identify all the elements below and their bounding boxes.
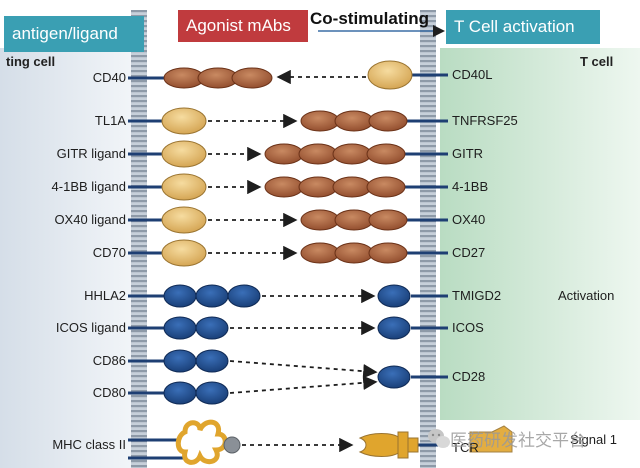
ligand-label-cd40: CD40 [92, 70, 126, 85]
ligand-label-cd80: CD80 [92, 385, 126, 400]
antigen-ligand-text: antigen/ligand [12, 24, 118, 43]
tnf-receptors [264, 110, 408, 264]
watermark-text: 医药研发社交平台 [450, 431, 586, 450]
ligand-label-cd70: CD70 [92, 245, 126, 260]
ig-receptors [377, 284, 411, 389]
apc-region [0, 48, 140, 468]
ig-ligands [163, 284, 261, 405]
t-cell-activation-header: T Cell activation [446, 10, 600, 44]
ligand-label-tl1a: TL1A [94, 113, 126, 128]
t-cell-membrane [420, 10, 436, 468]
t-cell-activation-text: T Cell activation [454, 17, 575, 36]
coreceptor-shape [469, 425, 513, 453]
receptor-label-tnfrsf25: TNFRSF25 [452, 113, 518, 128]
receptor-label-icos: ICOS [452, 320, 484, 335]
ligand-label-mhc-class-ii: MHC class II [52, 437, 126, 452]
t-cell-label: T cell [580, 54, 614, 69]
ligand-label-icos-ligand: ICOS ligand [55, 320, 126, 335]
presenting-cell-label: ting cell [6, 54, 56, 69]
tnf-arrows [208, 113, 298, 261]
mhc-class-ii-molecule [175, 419, 241, 465]
receptor-label-gitr: GITR [452, 146, 484, 161]
receptor-label-cd40l: CD40L [452, 67, 493, 82]
receptor-label-4-1bb: 4-1BB [452, 179, 489, 194]
antigen-ligand-header: antigen/ligand [4, 16, 144, 52]
wechat-icon [428, 429, 450, 448]
tnf-ligands [161, 107, 207, 267]
tcr-molecule [358, 431, 419, 459]
ligand-stalks [128, 76, 185, 460]
receptor-label-cd27: CD27 [452, 245, 486, 260]
receptor-label-tcr: TCR [452, 440, 479, 455]
ligand-label-ox40-ligand: OX40 ligand [54, 212, 126, 227]
ligand-label-4-1bb-ligand: 4-1BB ligand [51, 179, 126, 194]
receptor-label-ox40: OX40 [452, 212, 486, 227]
signal-label: Signal 1 [570, 432, 617, 447]
ig-arrows [229, 288, 378, 394]
receptor-label-cd28: CD28 [452, 369, 486, 384]
ligand-label-hhla2: HHLA2 [84, 288, 126, 303]
activation-label: Activation [558, 288, 615, 303]
receptor-label-tmigd2: TMIGD2 [452, 288, 502, 303]
co-stimulating-label: Co-stimulating [310, 9, 429, 28]
t-cell-region [440, 48, 640, 420]
ligand-label-cd86: CD86 [92, 353, 126, 368]
cd40-trimer [163, 67, 273, 89]
ligand-label-gitr-ligand: GITR ligand [56, 146, 126, 161]
agonist-mabs-text: Agonist mAbs [186, 16, 291, 35]
apc-membrane [131, 10, 147, 468]
agonist-mabs-header: Agonist mAbs [178, 10, 308, 42]
cd40l-molecule [367, 60, 413, 90]
